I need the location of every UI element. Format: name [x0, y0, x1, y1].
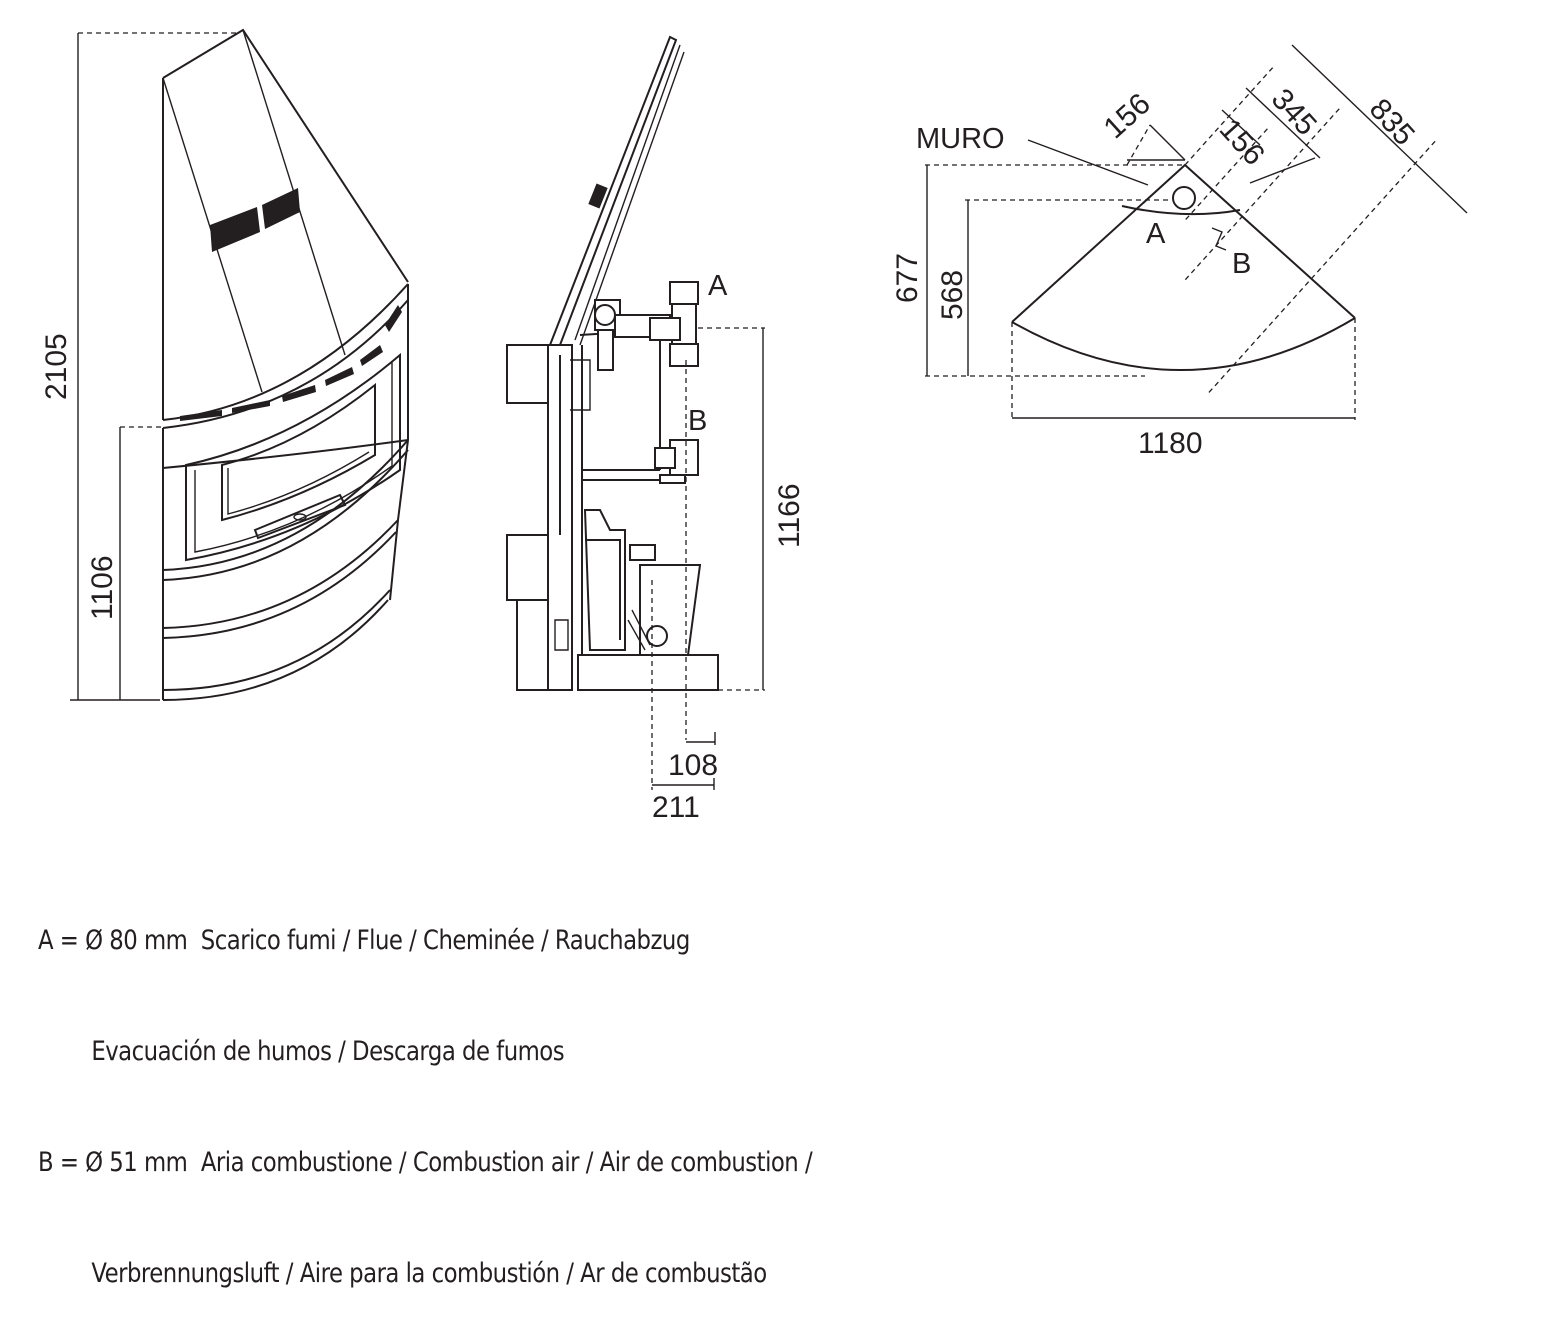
side-view: 1166 108 211 A B [506, 35, 806, 824]
legend-b-line2: Verbrennungsluft / Aire para la combusti… [91, 1258, 767, 1289]
legend-a-line1: A = Ø 80 mm Scarico fumi / Flue / Chemin… [38, 925, 690, 956]
dim-offset-b: 108 [668, 749, 718, 782]
wall-label: MURO [916, 123, 1005, 155]
dim-total-height: 2105 [40, 333, 73, 400]
dim-156-left: 156 [1098, 87, 1157, 145]
dim-hood-base-height: 1106 [86, 555, 119, 620]
legend-b-line1: B = Ø 51 mm Aria combustione / Combustio… [38, 1147, 813, 1178]
dim-568: 568 [936, 270, 969, 320]
label-b: B [688, 405, 707, 437]
dim-flue-height: 1166 [773, 483, 806, 548]
front-view: 2105 1106 [40, 28, 409, 701]
dim-677: 677 [891, 253, 924, 303]
dim-156-right: 156 [1213, 113, 1271, 172]
dim-offset-a: 211 [652, 791, 700, 824]
dim-1180: 1180 [1138, 427, 1203, 460]
plan-view: MURO A B 677 568 1180 156 156 34 [891, 44, 1468, 460]
plan-label-b: B [1232, 248, 1251, 280]
legend: A = Ø 80 mm Scarico fumi / Flue / Chemin… [38, 848, 813, 1329]
dim-345: 345 [1265, 83, 1323, 142]
plan-label-a: A [1146, 218, 1166, 250]
legend-a-line2: Evacuación de humos / Descarga de fumos [91, 1036, 565, 1067]
technical-drawing: 2105 1106 [40, 28, 1468, 824]
label-a: A [708, 270, 728, 302]
dim-835: 835 [1363, 93, 1421, 152]
